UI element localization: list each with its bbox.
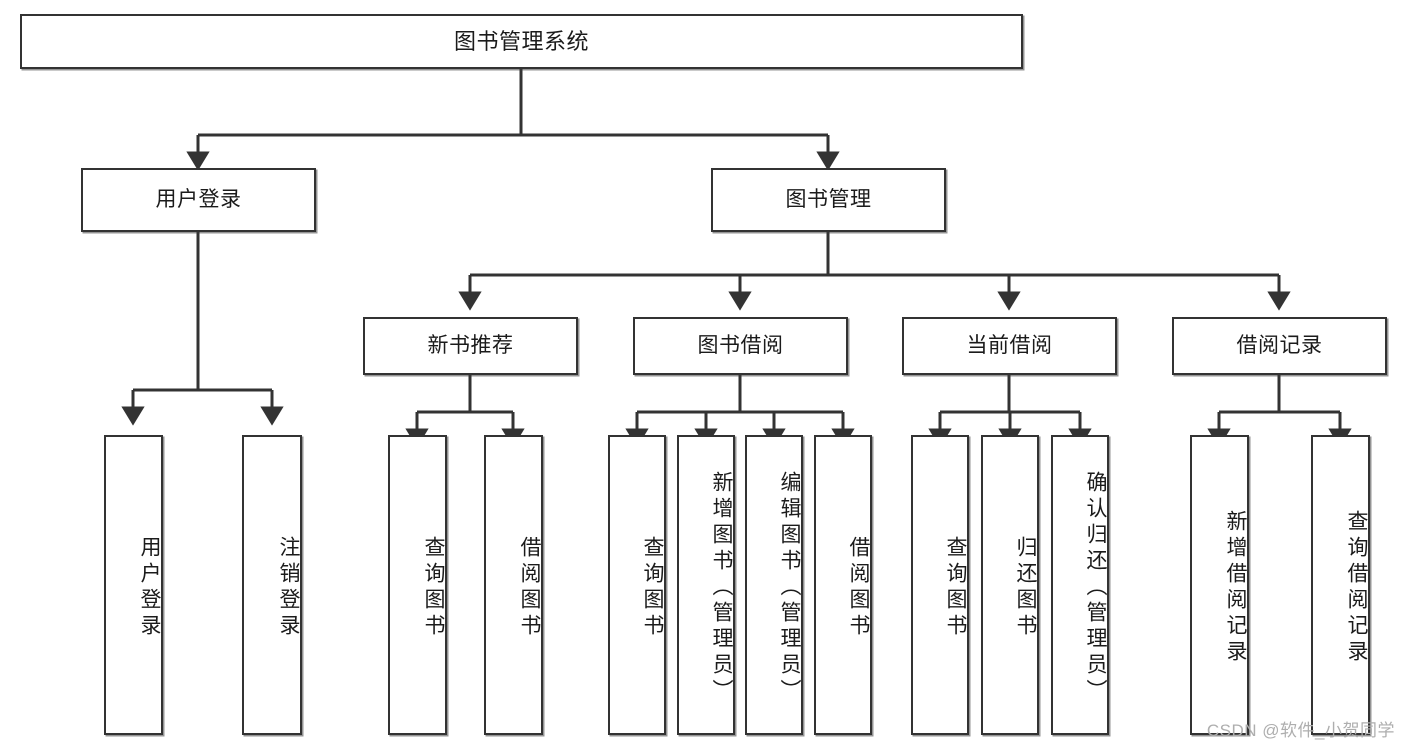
node-user-login-label: 用户登录: [155, 187, 242, 211]
node-leaf-query-book-2-label: 查询图书: [641, 536, 664, 640]
node-leaf-query-book-3-label: 查询图书: [944, 536, 967, 640]
node-leaf-add-borrow-record[interactable]: 新增借阅记录: [1190, 435, 1249, 735]
node-leaf-logout-login[interactable]: 注销登录: [242, 435, 302, 735]
node-leaf-query-book-2[interactable]: 查询图书: [608, 435, 666, 735]
node-leaf-query-book-3[interactable]: 查询图书: [911, 435, 969, 735]
node-leaf-query-borrow-record[interactable]: 查询借阅记录: [1311, 435, 1370, 735]
node-book-management-label: 图书管理: [785, 187, 872, 211]
csdn-watermark: CSDN @软件_小贺同学: [1206, 721, 1395, 740]
node-current-borrow[interactable]: 当前借阅: [902, 317, 1117, 375]
node-leaf-logout-login-label: 注销登录: [277, 536, 300, 640]
node-borrow-record[interactable]: 借阅记录: [1172, 317, 1387, 375]
node-leaf-add-book[interactable]: 新增图书（管理员）: [677, 435, 735, 735]
node-borrow-record-label: 借阅记录: [1236, 333, 1323, 357]
node-leaf-edit-book[interactable]: 编辑图书（管理员）: [745, 435, 803, 735]
node-leaf-user-login-label: 用户登录: [138, 536, 161, 640]
node-leaf-user-login[interactable]: 用户登录: [104, 435, 163, 735]
node-root-system[interactable]: 图书管理系统: [20, 14, 1023, 69]
node-leaf-borrow-book-1-label: 借阅图书: [518, 536, 541, 640]
node-current-borrow-label: 当前借阅: [966, 333, 1053, 357]
node-leaf-borrow-book-1[interactable]: 借阅图书: [484, 435, 543, 735]
node-leaf-borrow-book-2-label: 借阅图书: [847, 536, 870, 640]
node-new-book-recommend[interactable]: 新书推荐: [363, 317, 578, 375]
node-leaf-confirm-return-label: 确认归还（管理员）: [1084, 471, 1107, 705]
node-leaf-return-book[interactable]: 归还图书: [981, 435, 1039, 735]
node-user-login[interactable]: 用户登录: [81, 168, 316, 232]
node-leaf-query-book-1[interactable]: 查询图书: [388, 435, 447, 735]
node-root-label: 图书管理系统: [453, 28, 589, 54]
node-leaf-borrow-book-2[interactable]: 借阅图书: [814, 435, 872, 735]
node-book-borrow-label: 图书借阅: [697, 333, 784, 357]
node-leaf-query-borrow-record-label: 查询借阅记录: [1345, 510, 1368, 666]
node-book-management[interactable]: 图书管理: [711, 168, 946, 232]
node-leaf-query-book-1-label: 查询图书: [422, 536, 445, 640]
node-leaf-confirm-return[interactable]: 确认归还（管理员）: [1051, 435, 1109, 735]
node-leaf-add-book-label: 新增图书（管理员）: [710, 471, 733, 705]
node-leaf-edit-book-label: 编辑图书（管理员）: [778, 471, 801, 705]
node-new-book-recommend-label: 新书推荐: [427, 333, 514, 357]
node-book-borrow[interactable]: 图书借阅: [633, 317, 848, 375]
node-leaf-add-borrow-record-label: 新增借阅记录: [1224, 510, 1247, 666]
node-leaf-return-book-label: 归还图书: [1014, 536, 1037, 640]
